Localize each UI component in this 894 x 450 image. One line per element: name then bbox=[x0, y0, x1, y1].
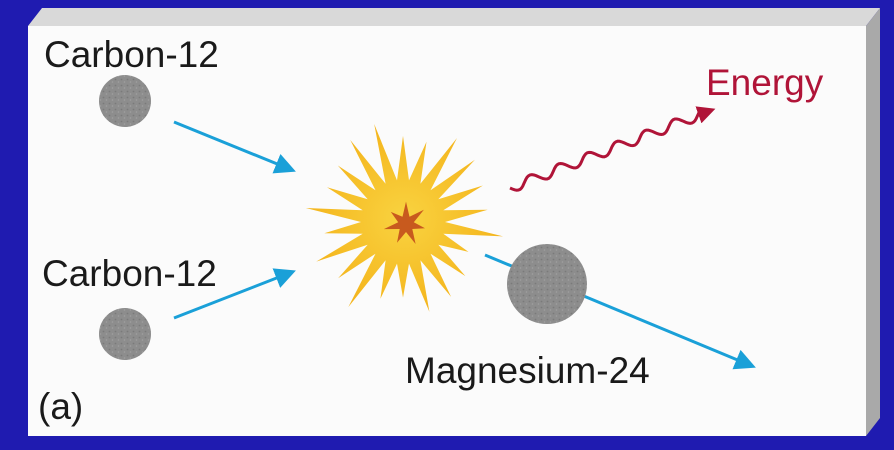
label-carbon-top: Carbon-12 bbox=[44, 34, 219, 75]
panel-top-edge bbox=[28, 8, 880, 26]
energy-wave-icon bbox=[509, 106, 716, 192]
label-energy: Energy bbox=[706, 62, 824, 103]
fusion-core-icon bbox=[383, 201, 425, 244]
label-magnesium: Magnesium-24 bbox=[405, 350, 650, 391]
panel-side-edge bbox=[866, 8, 880, 436]
magnesium-nucleus bbox=[507, 244, 587, 324]
carbon-nucleus-top bbox=[99, 75, 151, 127]
panel-letter: (a) bbox=[38, 386, 84, 427]
arrow-carbon-bottom bbox=[173, 268, 296, 320]
carbon-nucleus-bottom bbox=[99, 308, 151, 360]
label-carbon-bottom: Carbon-12 bbox=[42, 253, 217, 294]
arrow-carbon-top bbox=[173, 120, 296, 174]
